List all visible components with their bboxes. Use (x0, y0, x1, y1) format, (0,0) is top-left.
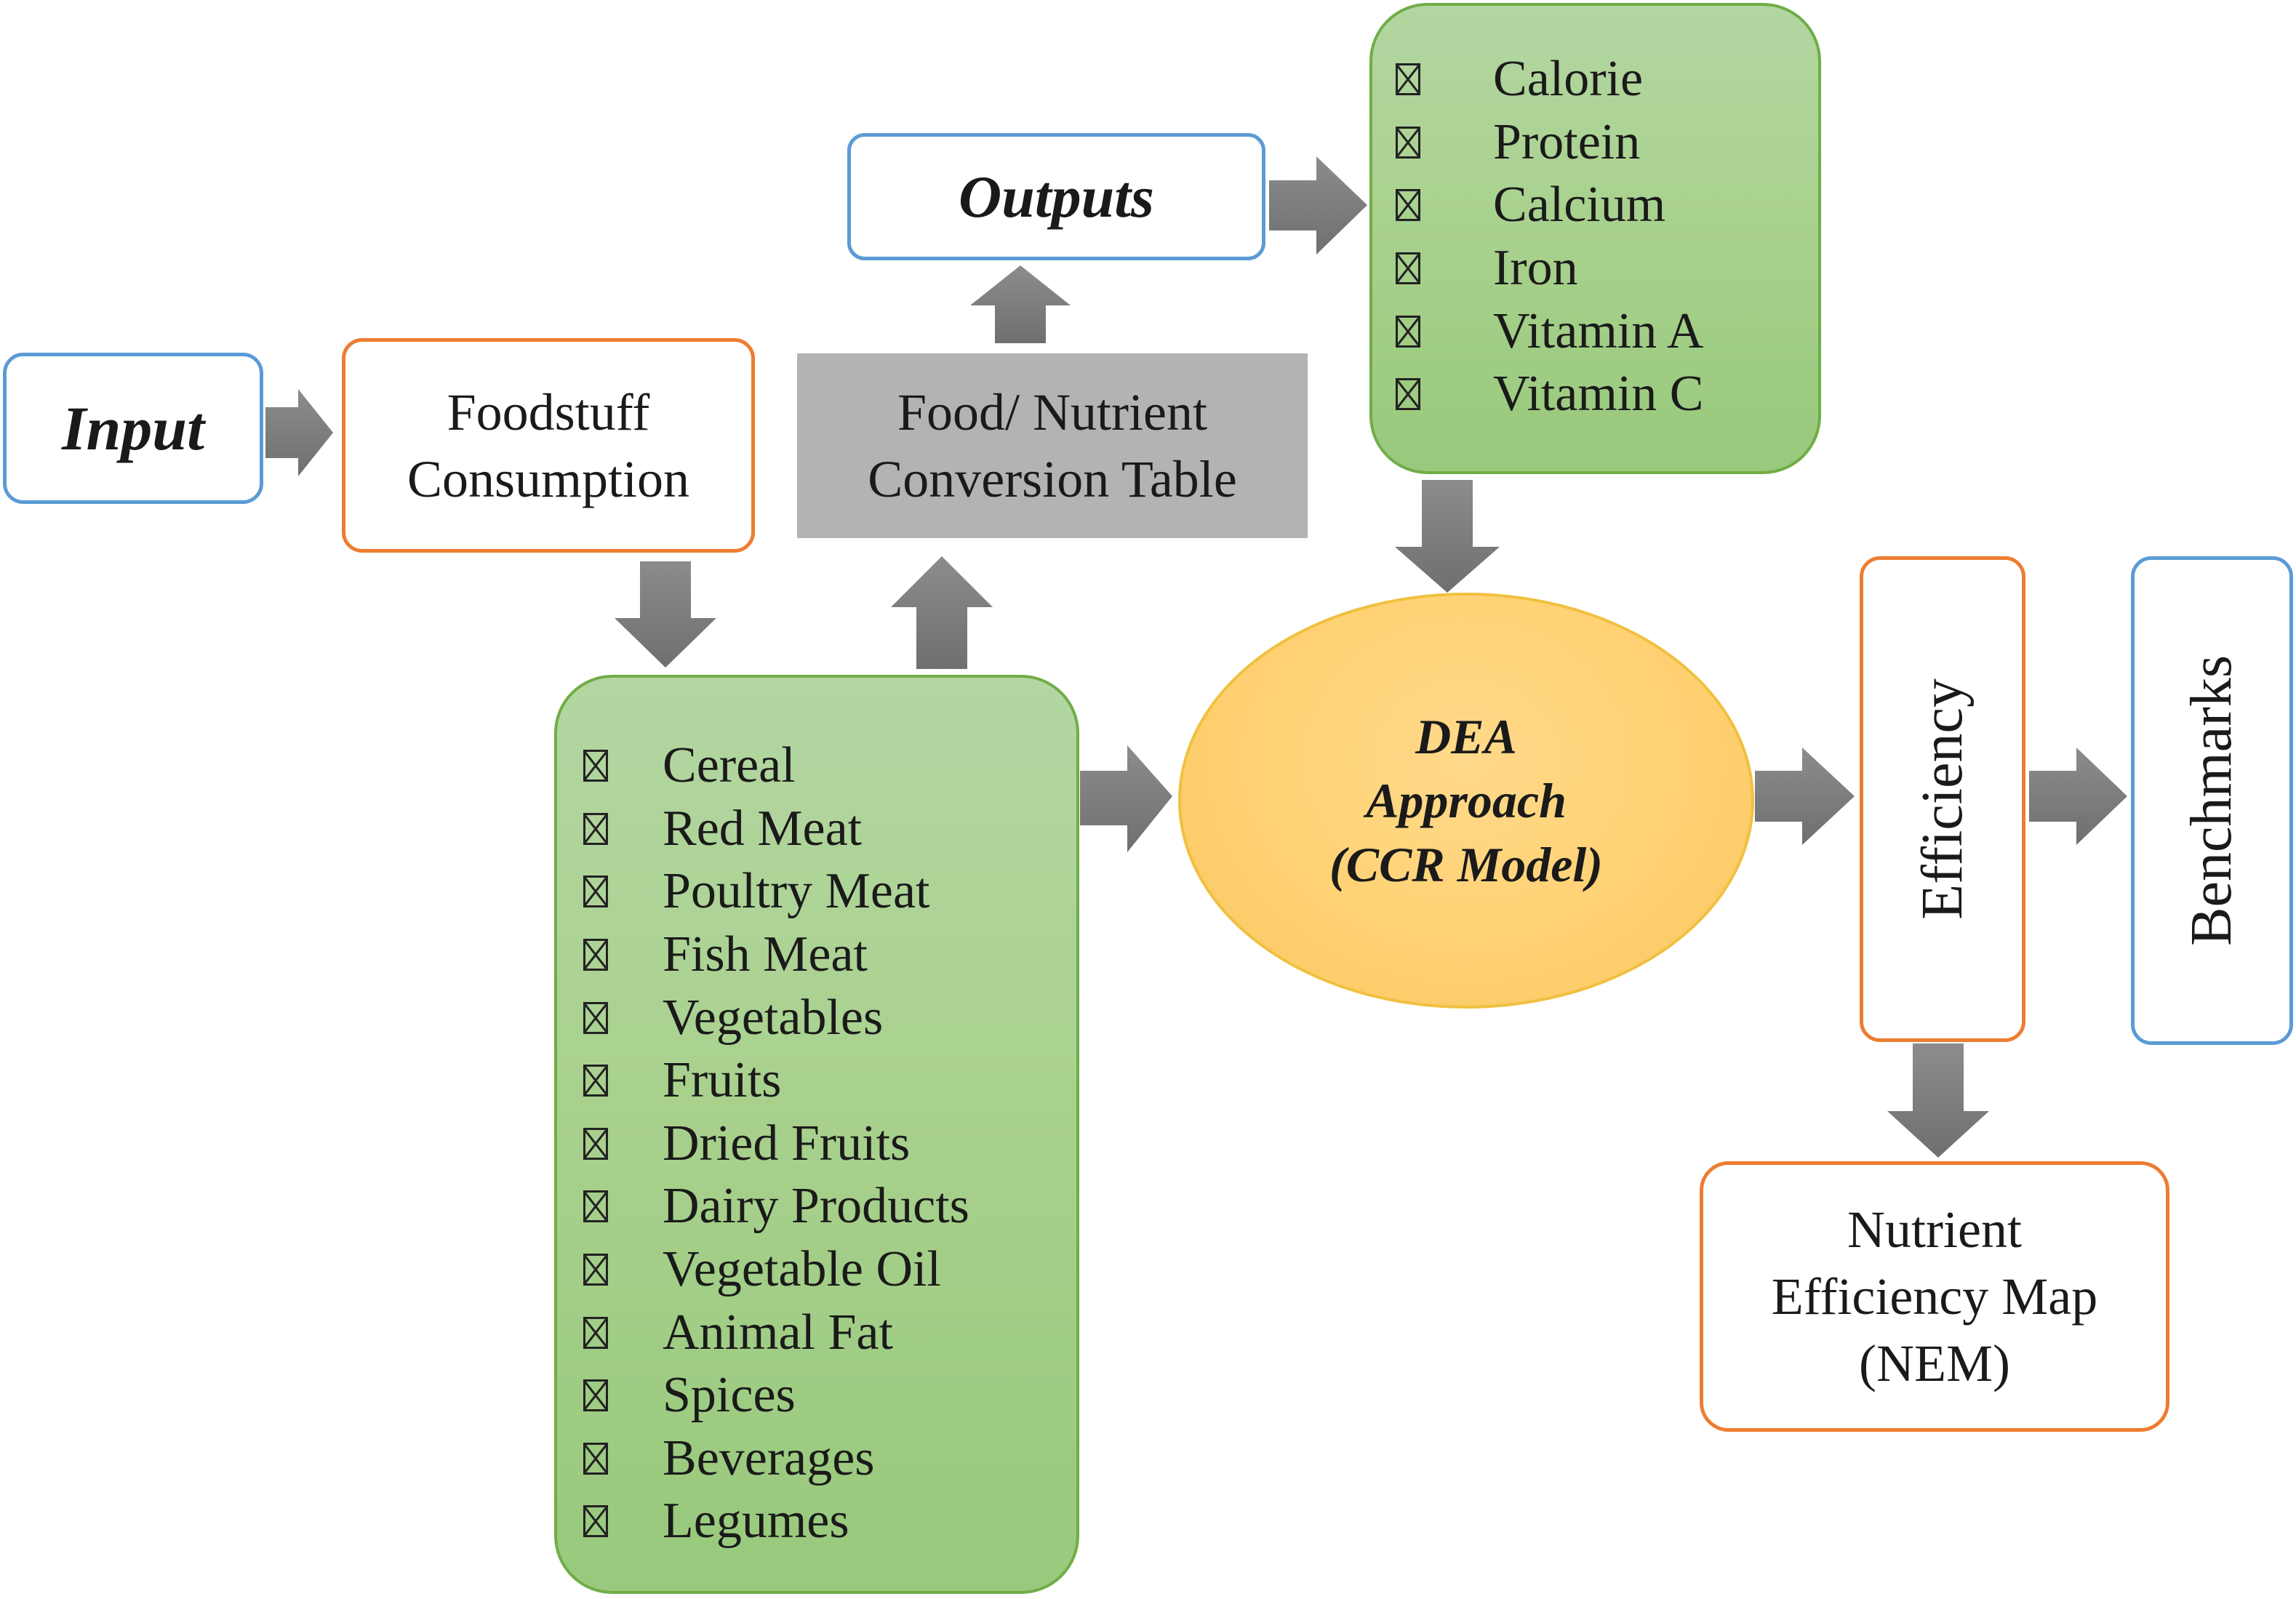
arrow-conversion-to-outputs (970, 265, 1071, 343)
checkbox-icon (583, 1127, 608, 1160)
food-label: Dairy Products (663, 1178, 969, 1235)
list-item: Protein (1396, 111, 1818, 175)
list-item: Legumes (583, 1490, 1076, 1553)
checkbox-icon (1396, 252, 1420, 285)
list-item: Vitamin C (1396, 363, 1818, 426)
list-item: Fish Meat (583, 923, 1076, 987)
checkbox-icon (583, 1442, 608, 1475)
outputs-box: Outputs (847, 133, 1265, 260)
list-item: Calorie (1396, 48, 1818, 111)
list-item: Red Meat (583, 798, 1076, 861)
arrow-nutrients-to-dea (1395, 480, 1500, 593)
efficiency-label: Efficiency (1910, 678, 1975, 920)
food-label: Legumes (663, 1493, 849, 1550)
conversion-line1: Food/ Nutrient (897, 383, 1207, 441)
checkbox-icon (583, 875, 608, 908)
list-item: Vitamin A (1396, 300, 1818, 363)
nutrient-label: Iron (1493, 240, 1578, 297)
food-label: Cereal (663, 737, 796, 794)
benchmarks-label: Benchmarks (2180, 655, 2244, 946)
conversion-line2: Conversion Table (868, 450, 1237, 508)
arrow-efficiency-to-benchmarks (2029, 748, 2127, 845)
list-item: Poultry Meat (583, 860, 1076, 923)
arrow-efficiency-to-nem (1887, 1043, 1989, 1158)
nem-line2: Efficiency Map (1771, 1267, 2098, 1326)
nutrient-label: Calcium (1493, 177, 1666, 233)
nutrient-label: Calorie (1493, 51, 1644, 108)
food-label: Animal Fat (663, 1304, 893, 1360)
list-item: Spices (583, 1364, 1076, 1427)
food-label: Vegetable Oil (663, 1241, 941, 1298)
input-label: Input (61, 393, 205, 463)
checkbox-icon (1396, 378, 1420, 411)
list-item: Beverages (583, 1427, 1076, 1491)
arrow-dea-to-efficiency (1755, 748, 1855, 845)
food-label: Fish Meat (663, 926, 868, 983)
checkbox-icon (1396, 63, 1420, 96)
checkbox-icon (1396, 189, 1420, 222)
list-item: Dairy Products (583, 1175, 1076, 1238)
checkbox-icon (583, 1001, 608, 1034)
dea-line3: (CCR Model) (1329, 837, 1603, 892)
arrow-input-to-foodstuff (265, 389, 333, 476)
nutrient-label: Vitamin A (1493, 302, 1704, 359)
food-label: Vegetables (663, 989, 884, 1046)
list-item: Cereal (583, 734, 1076, 798)
food-label: Fruits (663, 1052, 782, 1109)
nem-line3: (NEM) (1859, 1334, 2010, 1392)
dea-line2: Approach (1366, 773, 1567, 828)
nutrient-label: Protein (1493, 113, 1641, 170)
checkbox-icon (583, 1190, 608, 1223)
foodstuff-line1: Foodstuff (447, 382, 650, 441)
list-item: Fruits (583, 1049, 1076, 1113)
food-label: Poultry Meat (663, 863, 930, 920)
checkbox-icon (583, 1316, 608, 1349)
list-item: Calcium (1396, 174, 1818, 237)
checkbox-icon (583, 1254, 608, 1286)
foodstuff-consumption-box: Foodstuff Consumption (342, 338, 755, 553)
dea-approach-ellipse: DEA Approach (CCR Model) (1178, 593, 1754, 1009)
list-item: Vegetable Oil (583, 1238, 1076, 1302)
conversion-table-box: Food/ Nutrient Conversion Table (797, 353, 1308, 538)
checkbox-icon (583, 1065, 608, 1097)
arrow-outputs-to-nutrients (1269, 156, 1367, 255)
arrow-foodstuff-to-foods (615, 561, 716, 668)
foods-list-box: Cereal Red Meat Poultry Meat Fish Meat V… (554, 675, 1079, 1594)
food-label: Dried Fruits (663, 1115, 911, 1171)
arrow-foods-to-dea (1080, 745, 1172, 852)
nem-box: Nutrient Efficiency Map (NEM) (1700, 1161, 2169, 1432)
food-label: Beverages (663, 1430, 875, 1486)
list-item: Iron (1396, 237, 1818, 300)
arrow-foods-to-conversion (891, 556, 993, 669)
nutrient-label: Vitamin C (1493, 366, 1704, 422)
dea-line1: DEA (1415, 709, 1517, 764)
list-item: Dried Fruits (583, 1113, 1076, 1176)
foodstuff-line2: Consumption (407, 449, 690, 508)
checkbox-icon (1396, 315, 1420, 348)
list-item: Animal Fat (583, 1301, 1076, 1364)
input-box: Input (3, 353, 263, 504)
checkbox-icon (583, 812, 608, 845)
nem-line1: Nutrient (1847, 1201, 2022, 1259)
list-item: Vegetables (583, 986, 1076, 1049)
checkbox-icon (583, 939, 608, 971)
outputs-label: Outputs (959, 163, 1154, 230)
food-label: Spices (663, 1367, 796, 1424)
checkbox-icon (583, 750, 608, 782)
efficiency-box: Efficiency (1860, 556, 2025, 1042)
nutrients-list-box: Calorie Protein Calcium Iron Vitamin A V… (1369, 3, 1821, 474)
checkbox-icon (583, 1505, 608, 1538)
checkbox-icon (583, 1379, 608, 1412)
benchmarks-box: Benchmarks (2131, 556, 2293, 1045)
food-label: Red Meat (663, 800, 863, 857)
checkbox-icon (1396, 126, 1420, 159)
